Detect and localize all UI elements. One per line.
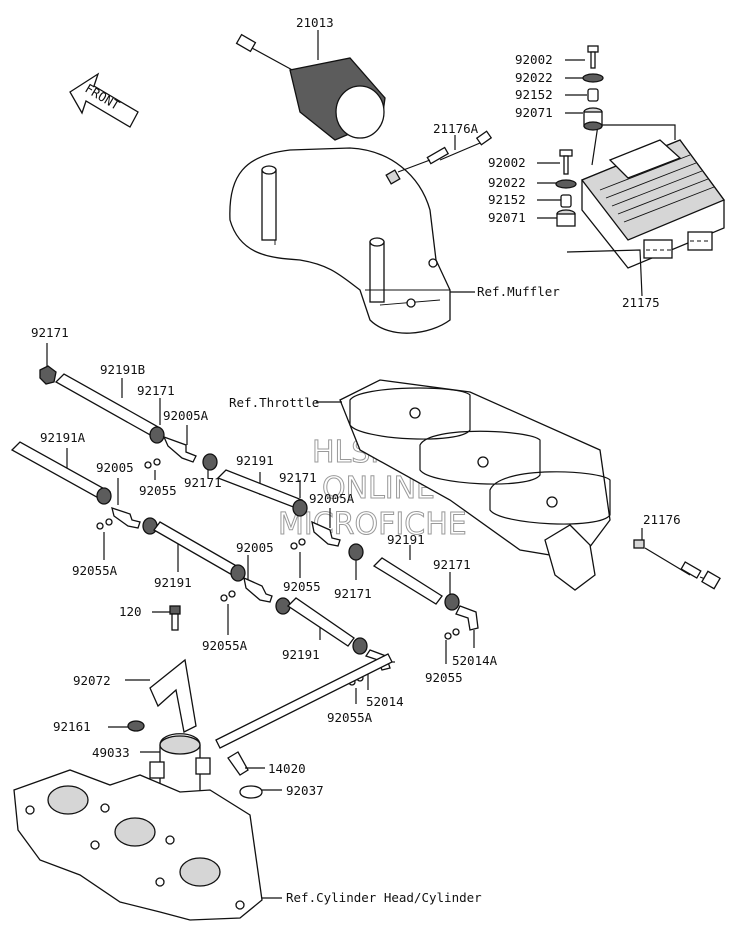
label-ref-throttle: Ref.Throttle — [229, 395, 319, 410]
label-92005-a: 92005 — [96, 460, 134, 475]
hose-network[interactable] — [10, 343, 479, 799]
label-92022-b: 92022 — [488, 175, 526, 190]
label-ref-muffler: Ref.Muffler — [477, 284, 560, 299]
label-120: 120 — [119, 604, 142, 619]
label-14020: 14020 — [268, 761, 306, 776]
label-92191-b: 92191 — [154, 575, 192, 590]
label-92191-d: 92191 — [282, 647, 320, 662]
label-92191-a: 92191 — [236, 453, 274, 468]
label-92191B: 92191B — [100, 362, 145, 377]
label-92171-a: 92171 — [31, 325, 69, 340]
front-arrow-icon: FRONT — [69, 72, 139, 128]
part-21013[interactable] — [235, 30, 386, 141]
label-92022-a: 92022 — [515, 70, 553, 85]
label-92191-c: 92191 — [387, 532, 425, 547]
label-92002-b: 92002 — [488, 155, 526, 170]
label-92152-b: 92152 — [488, 192, 526, 207]
label-92005-b: 92005 — [236, 540, 274, 555]
label-92055-a: 92055 — [139, 483, 177, 498]
label-92072: 92072 — [73, 673, 111, 688]
part-92072-bracket[interactable] — [125, 658, 197, 733]
label-92191A: 92191A — [40, 430, 86, 445]
watermark-line-3: MICROFICHE — [278, 507, 467, 542]
label-49033: 49033 — [92, 745, 130, 760]
label-92161: 92161 — [53, 719, 91, 734]
part-labels: 21013 92002 92022 92152 92071 21176A 920… — [31, 15, 681, 905]
label-92055A-c: 92055A — [327, 710, 373, 725]
label-92071-b: 92071 — [488, 210, 526, 225]
label-92171-d: 92171 — [279, 470, 317, 485]
label-52014: 52014 — [366, 694, 404, 709]
label-92005A-a: 92005A — [163, 408, 209, 423]
label-92171-f: 92171 — [433, 557, 471, 572]
ecu-mount-hardware[interactable] — [537, 45, 604, 227]
exhaust-manifold — [229, 147, 475, 334]
label-92055-b: 92055 — [283, 579, 321, 594]
part-21175-ecu[interactable] — [566, 124, 726, 297]
label-92055A-b: 92055A — [202, 638, 248, 653]
label-21013: 21013 — [296, 15, 334, 30]
label-92002-a: 92002 — [515, 52, 553, 67]
cylinder-head — [13, 769, 282, 921]
label-21176: 21176 — [643, 512, 681, 527]
label-92171-b: 92171 — [137, 383, 175, 398]
label-92171-c: 92171 — [184, 475, 222, 490]
throttle-bodies — [316, 379, 611, 591]
part-21176A[interactable] — [385, 130, 493, 185]
label-52014A: 52014A — [452, 653, 498, 668]
part-21176[interactable] — [633, 528, 721, 590]
part-92161-grommet[interactable] — [108, 720, 145, 732]
label-92037: 92037 — [286, 783, 324, 798]
label-92071-a: 92071 — [515, 105, 553, 120]
label-92171-e: 92171 — [334, 586, 372, 601]
label-92055-c: 92055 — [425, 670, 463, 685]
label-92055A-a: 92055A — [72, 563, 118, 578]
label-21175: 21175 — [622, 295, 660, 310]
label-92005A-b: 92005A — [309, 491, 355, 506]
part-120-bolt[interactable] — [152, 605, 181, 631]
label-92152-a: 92152 — [515, 87, 553, 102]
label-21176A: 21176A — [433, 121, 479, 136]
label-ref-cylinder-head: Ref.Cylinder Head/Cylinder — [286, 890, 482, 905]
